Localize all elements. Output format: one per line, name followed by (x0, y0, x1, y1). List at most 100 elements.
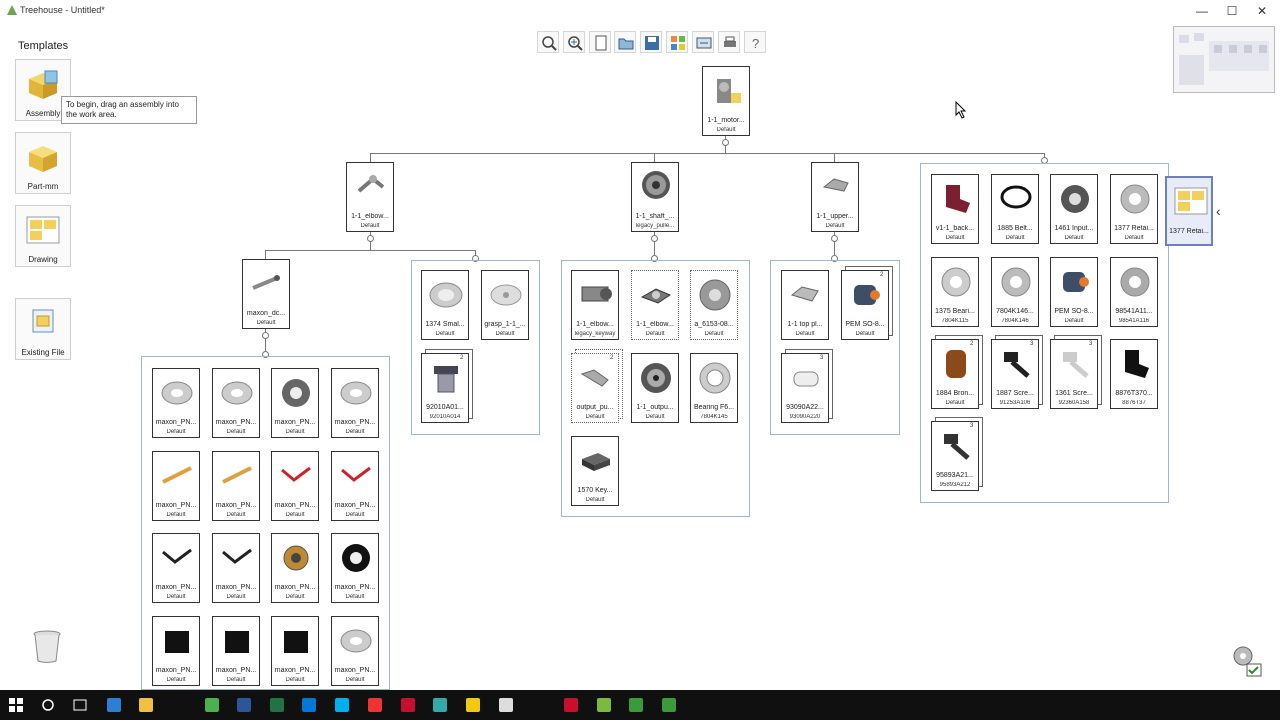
search-icon[interactable] (40, 697, 56, 713)
part-node[interactable]: Bearing F6... 7804K145 (690, 353, 738, 423)
camtasia-icon[interactable] (628, 697, 644, 713)
part-node[interactable]: maxon_PN...Default (331, 616, 379, 686)
shaft-part-icon (581, 286, 612, 302)
part-node[interactable]: 1-1_elbow... legacy_keyway (571, 270, 619, 340)
part-node[interactable]: 8876T370...8876T37 (1110, 339, 1158, 409)
task-view-icon[interactable] (72, 697, 88, 713)
solidworks-icon[interactable] (400, 697, 416, 713)
save-button[interactable] (640, 31, 662, 53)
part-node[interactable]: maxon_PN...Default (152, 368, 200, 438)
collapse-knob[interactable] (722, 139, 729, 146)
collapse-knob[interactable] (262, 351, 269, 358)
collapse-knob[interactable] (831, 235, 838, 242)
collapse-knob[interactable] (367, 235, 374, 242)
part-node[interactable]: 1570 Key... Default (571, 436, 619, 506)
outlook-icon[interactable] (301, 697, 317, 713)
part-node[interactable]: maxon_PN...Default (152, 616, 200, 686)
camtasia-2-icon[interactable] (661, 697, 677, 713)
part-node[interactable]: 1-1 top pl... Default (781, 270, 829, 340)
collapse-panel-icon[interactable]: ‹ (1216, 203, 1221, 219)
maximize-button[interactable]: ☐ (1226, 4, 1238, 18)
part-node[interactable]: 1-1_elbow... Default (631, 270, 679, 340)
part-node[interactable]: 1374 Smal... Default (421, 270, 469, 340)
node-name: maxon_PN... (215, 419, 257, 426)
tooltip: To begin, drag an assembly into the work… (61, 96, 197, 124)
open-folder-button[interactable] (614, 31, 636, 53)
part-node[interactable]: 1461 Input...Default (1050, 174, 1098, 244)
part-node[interactable]: 3 93090A22... 93090A220 (781, 353, 829, 423)
part-node[interactable]: a_6153-08... Default (690, 270, 738, 340)
node-config: Default (166, 677, 186, 683)
part-node[interactable]: 7804K146...7804K146 (991, 257, 1039, 327)
drawing-template[interactable]: Drawing (15, 205, 71, 267)
part-node[interactable]: maxon_PN...Default (212, 451, 260, 521)
part-node[interactable]: maxon_PN...Default (271, 451, 319, 521)
part-node[interactable]: maxon_PN...Default (271, 368, 319, 438)
film-icon[interactable] (498, 697, 514, 713)
zoom-select-button[interactable] (563, 31, 585, 53)
elbow-assembly-node[interactable]: 1-1_elbow... Default (346, 162, 394, 232)
part-node[interactable]: maxon_PN...Default (331, 533, 379, 603)
part-node[interactable]: maxon_PN...Default (331, 451, 379, 521)
part-node[interactable]: 2 PEM SO-8... Default (841, 270, 889, 340)
collapse-knob[interactable] (831, 255, 838, 262)
root-assembly-node[interactable]: 1-1_motor... Default (702, 66, 750, 136)
minimap[interactable] (1173, 26, 1275, 93)
chrome-icon[interactable] (204, 697, 220, 713)
start-icon[interactable] (8, 697, 24, 713)
part-node[interactable]: maxon_PN...Default (212, 368, 260, 438)
trash-icon[interactable] (32, 628, 62, 664)
export-button[interactable] (666, 31, 688, 53)
new-document-button[interactable] (589, 31, 611, 53)
collapse-knob[interactable] (262, 332, 269, 339)
collapse-knob[interactable] (472, 255, 479, 262)
treehouse-icon[interactable] (596, 697, 612, 713)
print-button[interactable] (718, 31, 740, 53)
close-button[interactable]: ✕ (1256, 4, 1268, 18)
selected-part-node[interactable]: 1377 Retai... (1165, 176, 1213, 246)
settings-gear-icon[interactable] (1229, 642, 1263, 678)
edge-icon[interactable] (106, 697, 122, 713)
part-node[interactable]: 2 output_pu... Default (571, 353, 619, 423)
part-node[interactable]: v1-1_back...Default (931, 174, 979, 244)
part-mm-template[interactable]: Part-mm (15, 132, 71, 194)
part-node[interactable]: 98541A11...98541A116 (1110, 257, 1158, 327)
composer-icon[interactable] (432, 697, 448, 713)
shaft-assembly-node[interactable]: 1-1_shaft_... legacy_pulle... (631, 162, 679, 232)
part-node[interactable]: maxon_PN...Default (271, 616, 319, 686)
part-node[interactable]: 1885 Belt...Default (991, 174, 1039, 244)
part-node[interactable]: maxon_PN...Default (271, 533, 319, 603)
part-node[interactable]: grasp_1-1_... Default (481, 270, 529, 340)
zoom-fit-button[interactable] (537, 31, 559, 53)
part-node[interactable]: maxon_PN...Default (152, 533, 200, 603)
upper-assembly-node[interactable]: 1-1_upper... Default (811, 162, 859, 232)
vivaldi-icon[interactable] (367, 697, 383, 713)
solidworks-2-icon[interactable] (563, 697, 579, 713)
collapse-knob[interactable] (651, 255, 658, 262)
collapse-knob[interactable] (651, 235, 658, 242)
part-node[interactable]: 1377 Retai...Default (1110, 174, 1158, 244)
part-node[interactable]: PEM SO-8...Default (1050, 257, 1098, 327)
part-node[interactable]: maxon_PN...Default (212, 616, 260, 686)
excel-icon[interactable] (269, 697, 285, 713)
minimize-button[interactable]: — (1196, 4, 1208, 18)
part-node[interactable]: 1375 Beari...7804K115 (931, 257, 979, 327)
help-button[interactable]: ? (744, 31, 766, 53)
part-node[interactable]: 1-1_outpu... Default (631, 353, 679, 423)
existing-file-template[interactable]: Existing File (15, 298, 71, 360)
part-node[interactable]: 2 92010A01... 92010A014 (421, 353, 469, 423)
part-node[interactable]: maxon_PN...Default (212, 533, 260, 603)
part-node[interactable]: maxon_PN...Default (331, 368, 379, 438)
maxon-dc-node[interactable]: maxon_dc... Default (242, 259, 290, 329)
sunflower-icon[interactable] (465, 697, 481, 713)
word-icon[interactable] (236, 697, 252, 713)
refresh-button[interactable] (692, 31, 714, 53)
skype-icon[interactable] (334, 697, 350, 713)
part-node[interactable]: maxon_PN...Default (152, 451, 200, 521)
assembly-template[interactable]: Assembly (15, 59, 71, 121)
file-explorer-icon[interactable] (138, 697, 154, 713)
